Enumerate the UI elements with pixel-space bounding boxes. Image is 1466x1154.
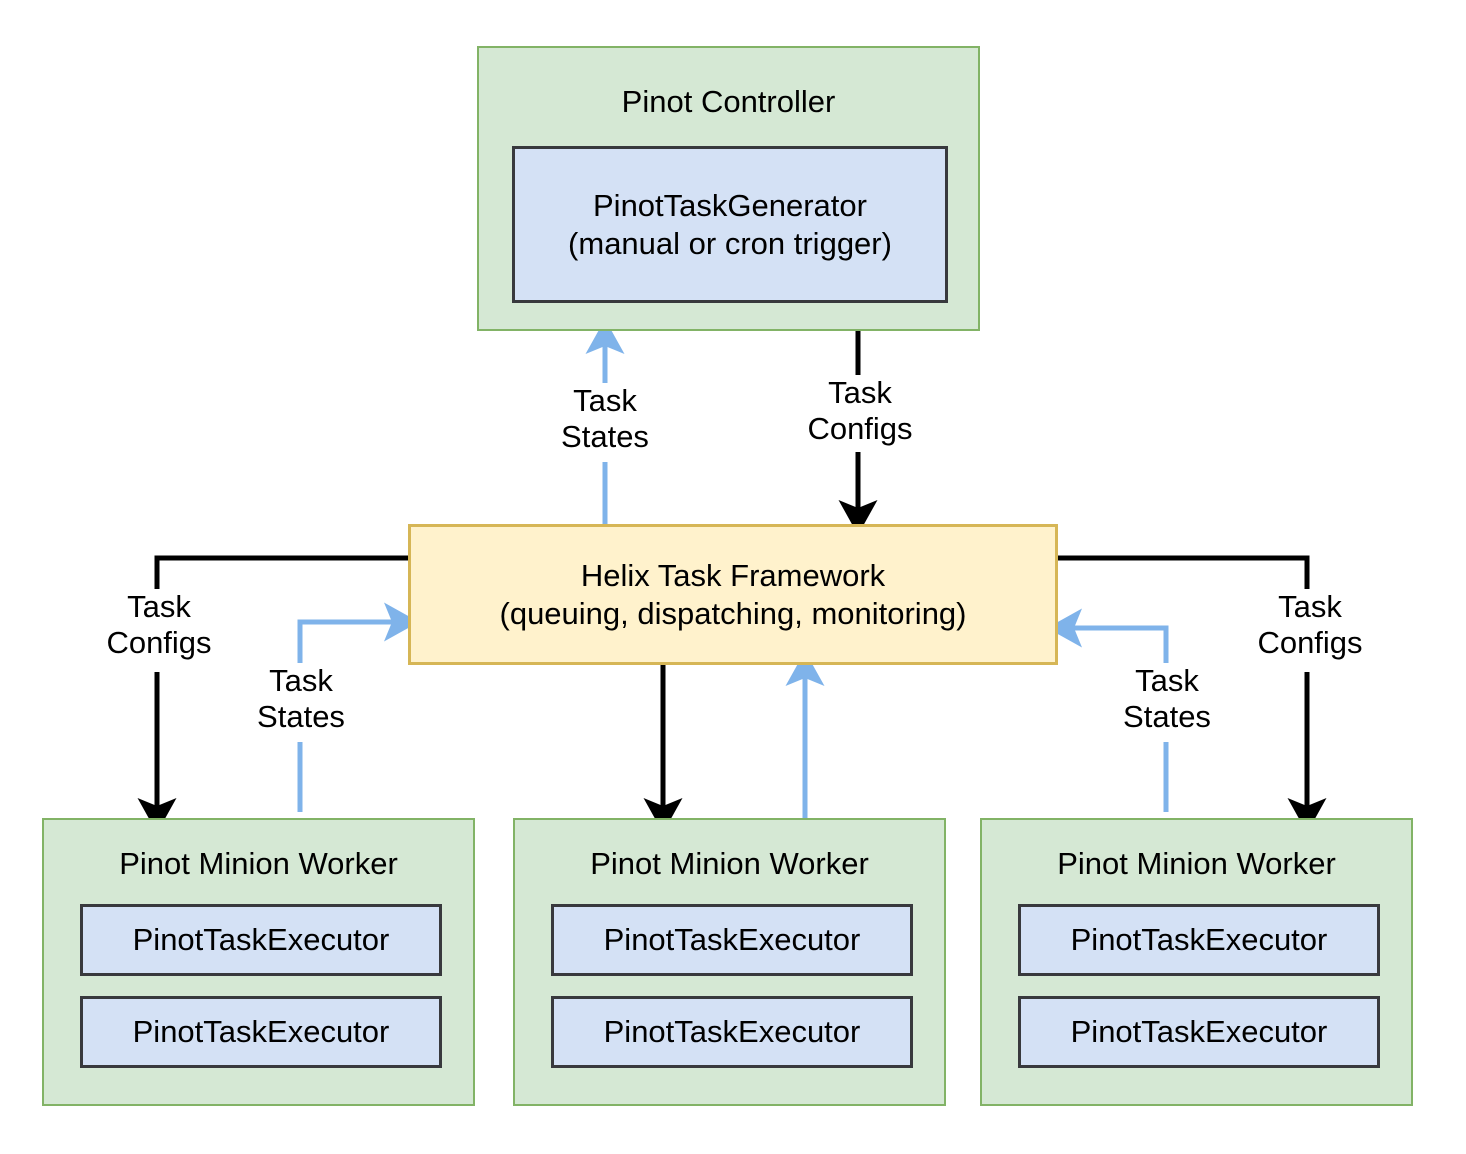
edge-label-left-task-states: Task States bbox=[228, 663, 374, 735]
pinot-minion-worker-2-title: Pinot Minion Worker bbox=[590, 846, 869, 881]
pinot-task-executor-box[interactable]: PinotTaskExecutor bbox=[80, 904, 442, 976]
pinot-minion-worker-1-title: Pinot Minion Worker bbox=[119, 846, 398, 881]
pinot-task-executor-box[interactable]: PinotTaskExecutor bbox=[551, 996, 913, 1068]
helix-task-framework-label: Helix Task Framework (queuing, dispatchi… bbox=[499, 557, 967, 631]
edge-label-right-task-states: Task States bbox=[1094, 663, 1240, 735]
pinot-task-executor-box[interactable]: PinotTaskExecutor bbox=[80, 996, 442, 1068]
edge-label-right-task-configs: Task Configs bbox=[1226, 589, 1394, 661]
pinot-task-executor-label: PinotTaskExecutor bbox=[1070, 922, 1328, 958]
pinot-task-generator-label: PinotTaskGenerator (manual or cron trigg… bbox=[568, 187, 892, 261]
pinot-minion-worker-1-box[interactable]: Pinot Minion Worker PinotTaskExecutor Pi… bbox=[42, 818, 475, 1106]
pinot-controller-title: Pinot Controller bbox=[621, 84, 836, 119]
pinot-task-executor-box[interactable]: PinotTaskExecutor bbox=[551, 904, 913, 976]
pinot-task-generator-box[interactable]: PinotTaskGenerator (manual or cron trigg… bbox=[512, 146, 948, 303]
edge-label-left-task-configs: Task Configs bbox=[75, 589, 243, 661]
pinot-minion-worker-2-box[interactable]: Pinot Minion Worker PinotTaskExecutor Pi… bbox=[513, 818, 946, 1106]
pinot-task-executor-label: PinotTaskExecutor bbox=[603, 922, 861, 958]
edge-label-controller-task-states: Task States bbox=[533, 383, 677, 455]
helix-task-framework-box[interactable]: Helix Task Framework (queuing, dispatchi… bbox=[408, 524, 1058, 665]
pinot-minion-worker-3-box[interactable]: Pinot Minion Worker PinotTaskExecutor Pi… bbox=[980, 818, 1413, 1106]
pinot-task-executor-label: PinotTaskExecutor bbox=[1070, 1014, 1328, 1050]
pinot-minion-worker-3-title: Pinot Minion Worker bbox=[1057, 846, 1336, 881]
pinot-task-executor-label: PinotTaskExecutor bbox=[132, 1014, 390, 1050]
pinot-task-executor-label: PinotTaskExecutor bbox=[603, 1014, 861, 1050]
pinot-task-executor-label: PinotTaskExecutor bbox=[132, 922, 390, 958]
pinot-task-executor-box[interactable]: PinotTaskExecutor bbox=[1018, 904, 1380, 976]
edge-label-controller-task-configs: Task Configs bbox=[778, 375, 942, 447]
pinot-task-executor-box[interactable]: PinotTaskExecutor bbox=[1018, 996, 1380, 1068]
pinot-controller-box[interactable]: Pinot Controller PinotTaskGenerator (man… bbox=[477, 46, 980, 331]
